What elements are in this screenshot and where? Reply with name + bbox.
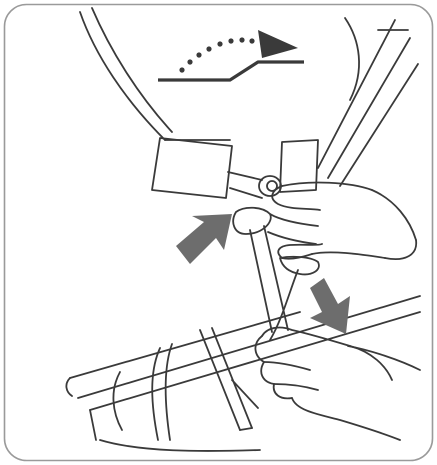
left-fabric-tab [152,138,232,198]
upper-hand [233,183,416,260]
frame-bars-right [318,20,418,186]
pull-down-arrow-icon [310,278,350,334]
seat-fabric [80,8,359,140]
push-arrow-icon [176,214,232,264]
lower-hand [255,328,400,440]
release-tube [250,226,288,332]
dotted-curved-arrow-icon [158,30,304,80]
